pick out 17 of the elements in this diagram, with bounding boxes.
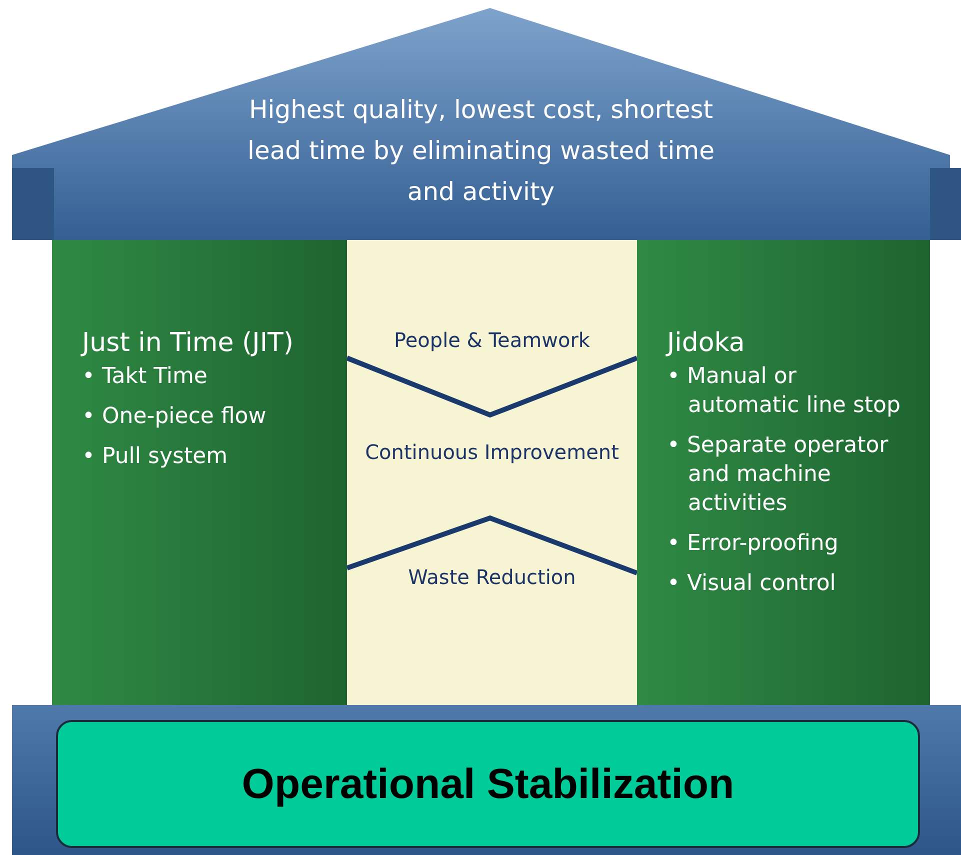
bullet-item: • Pull system	[82, 443, 229, 471]
bullet-item: • Separate operator and machine activities	[667, 432, 890, 518]
pillar-heading: Just in Time (JIT)	[82, 328, 295, 358]
pillar-panel	[637, 240, 930, 705]
roof-text: Highest quality, lowest cost, shortest lead time by eliminating wasted time and activity	[246, 94, 716, 208]
bullet-item: • Takt Time	[82, 363, 208, 391]
center-panel	[347, 240, 637, 705]
bullet-item: • Error-proofing	[667, 530, 840, 558]
bullet-item: • Visual control	[667, 570, 837, 598]
pillar-heading: Jidoka	[667, 328, 746, 358]
bullet-item: • Manual or automatic line stop	[667, 363, 902, 420]
bullet-item: • One-piece flow	[82, 403, 268, 431]
pillar-panel	[52, 240, 347, 705]
principle-label: People & Teamwork	[394, 328, 590, 352]
principle-label: Continuous Improvement	[365, 440, 619, 464]
foundation-box: Operational Stabilization	[56, 720, 920, 848]
principle-label: Waste Reduction	[408, 565, 576, 589]
